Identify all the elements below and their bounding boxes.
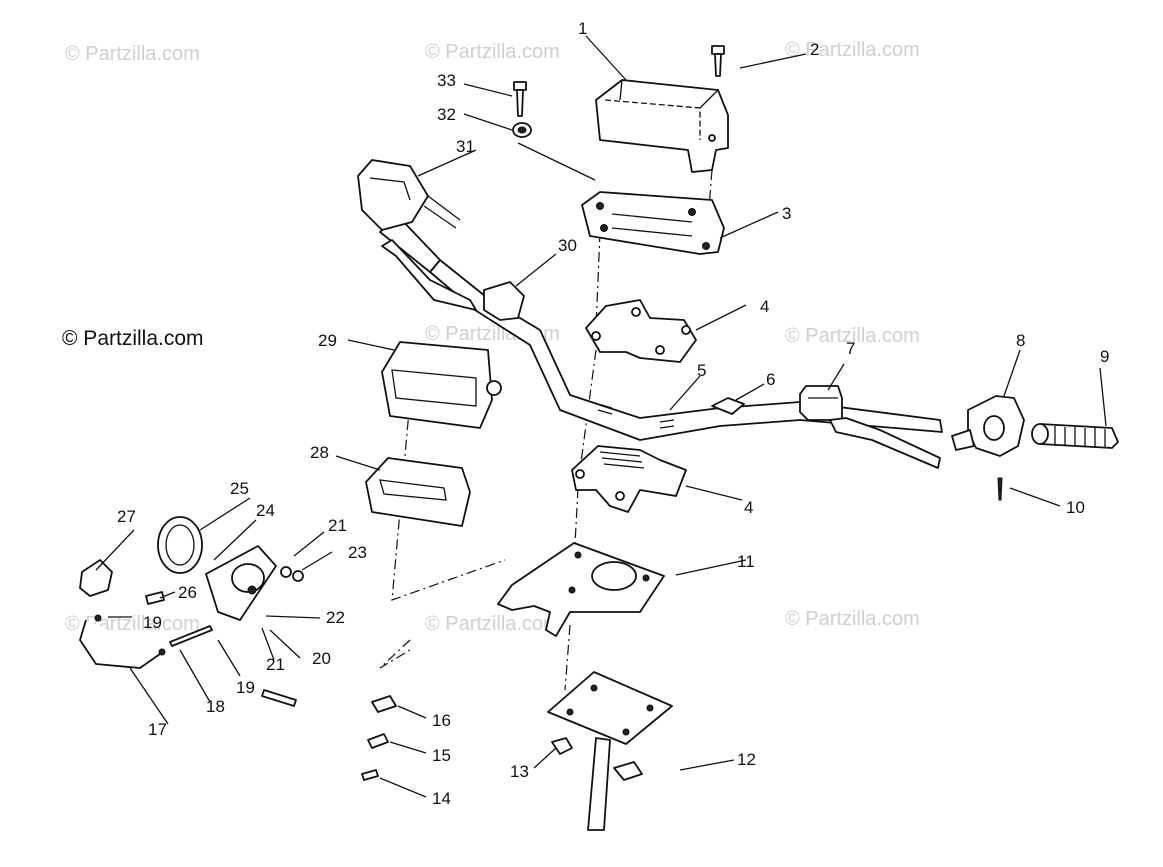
right-brake-lever xyxy=(829,417,941,469)
callout-16: 16 xyxy=(432,711,451,730)
callout-32: 32 xyxy=(437,105,456,124)
callout-10: 10 xyxy=(1066,498,1085,517)
grip xyxy=(1031,423,1119,449)
handlebar-cover-pad xyxy=(595,79,729,173)
screw-19 xyxy=(261,689,297,707)
callout-13: 13 xyxy=(510,762,529,781)
light-housing-24 xyxy=(205,545,277,621)
callout-27: 27 xyxy=(117,507,136,526)
callout-23: 23 xyxy=(348,543,367,562)
watermark: © Partzilla.com xyxy=(425,613,560,635)
callout-31: 31 xyxy=(456,137,475,156)
callout-21-lower: 21 xyxy=(266,655,285,674)
callout-20: 20 xyxy=(312,649,331,668)
callout-7: 7 xyxy=(846,339,855,358)
pin-14 xyxy=(361,769,379,781)
callout-17: 17 xyxy=(148,720,167,739)
left-brake-lever xyxy=(381,239,477,311)
lower-clamp xyxy=(571,445,687,513)
pad-6 xyxy=(711,397,745,415)
mount-plate xyxy=(497,542,665,637)
nut-21 xyxy=(280,566,304,582)
upper-plate xyxy=(581,191,725,255)
bulb-27 xyxy=(79,559,113,597)
switch-housing xyxy=(799,385,843,421)
callout-labels: 1 2 3 4 4 5 6 7 8 9 10 11 12 13 14 15 16… xyxy=(117,19,1109,808)
callout-19-upper: 19 xyxy=(143,613,162,632)
callout-28: 28 xyxy=(310,443,329,462)
lens-25 xyxy=(157,516,203,574)
callout-3: 3 xyxy=(782,204,791,223)
callout-21-upper: 21 xyxy=(328,516,347,535)
callout-11: 11 xyxy=(737,552,755,571)
callout-5: 5 xyxy=(697,361,706,380)
callout-29: 29 xyxy=(318,331,337,350)
callout-9: 9 xyxy=(1100,347,1109,366)
master-cylinder xyxy=(357,159,461,231)
callout-33: 33 xyxy=(437,71,456,90)
callout-18: 18 xyxy=(206,697,225,716)
callout-30: 30 xyxy=(558,236,577,255)
watermark: © Partzilla.com xyxy=(785,608,920,630)
callout-4-upper: 4 xyxy=(760,297,769,316)
callout-26: 26 xyxy=(178,583,197,602)
watermark: © Partzilla.com xyxy=(785,325,920,347)
nut-13 xyxy=(551,737,573,755)
washer-15 xyxy=(367,733,389,749)
bolt-2 xyxy=(711,45,725,77)
callout-12: 12 xyxy=(737,750,756,769)
callout-15: 15 xyxy=(432,746,451,765)
speedometer-boot xyxy=(365,457,471,527)
callout-1: 1 xyxy=(578,19,587,38)
watermark: © Partzilla.com xyxy=(785,39,920,61)
callout-25: 25 xyxy=(230,479,249,498)
callout-2: 2 xyxy=(810,40,819,59)
grommet-16 xyxy=(371,695,397,713)
watermarks: © Partzilla.com © Partzilla.com © Partzi… xyxy=(62,39,920,635)
callout-8: 8 xyxy=(1016,331,1025,350)
watermark: © Partzilla.com xyxy=(425,41,560,63)
bolt-33 xyxy=(513,81,527,117)
callout-22: 22 xyxy=(326,608,345,627)
throttle-housing xyxy=(951,395,1025,457)
callout-14: 14 xyxy=(432,789,451,808)
watermark-primary: © Partzilla.com xyxy=(62,327,204,350)
callout-19-lower: 19 xyxy=(236,678,255,697)
steering-post xyxy=(547,671,673,831)
upper-clamp xyxy=(585,299,697,363)
socket-26 xyxy=(145,591,165,605)
wire-17 xyxy=(79,614,166,669)
leader-lines xyxy=(95,35,1107,798)
watermark: © Partzilla.com xyxy=(65,43,200,65)
speedometer xyxy=(381,341,502,429)
lever-clamp-30 xyxy=(483,281,525,321)
washer-32 xyxy=(512,122,532,138)
clamp-12 xyxy=(613,761,643,781)
callout-6: 6 xyxy=(766,370,775,389)
bolt-18 xyxy=(169,625,213,647)
callout-4-lower: 4 xyxy=(744,498,753,517)
screw-10 xyxy=(997,477,1003,501)
callout-24: 24 xyxy=(256,501,275,520)
